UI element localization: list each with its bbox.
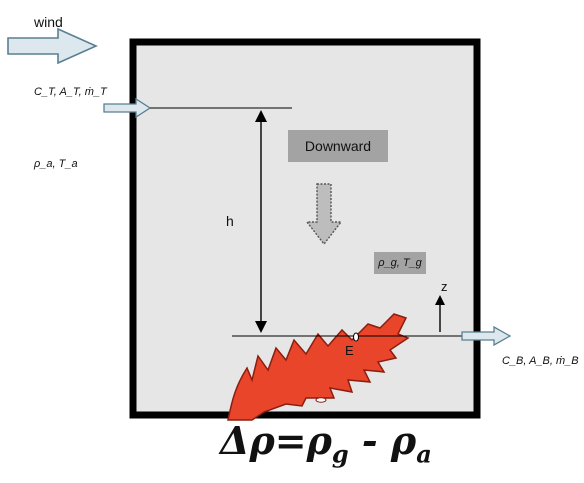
point-e-marker: [353, 332, 359, 342]
flame-highlight: [315, 397, 327, 403]
formula-rho-a: ρ: [390, 418, 417, 463]
top-vent-arrow: [103, 97, 152, 119]
formula-equals: =: [274, 418, 307, 463]
bottom-vent-label: C_B, A_B, ṁ_B: [502, 355, 579, 367]
downward-flow-arrow: [305, 183, 343, 246]
gas-density-temperature-label: ρ_g, T_g: [374, 252, 426, 274]
bottom-vent-arrow: [461, 325, 512, 347]
z-axis-arrow: [435, 295, 445, 332]
point-e-label: E: [345, 343, 354, 358]
formula-sub-g: g: [331, 439, 349, 469]
density-difference-formula: Δρ=ρg - ρa: [220, 418, 432, 469]
top-vent-label: C_T, A_T, ṁ_T: [34, 86, 107, 98]
height-label: h: [226, 213, 234, 229]
downward-label: Downward: [288, 130, 388, 162]
wind-label: wind: [34, 14, 63, 30]
fire-flame: [227, 313, 410, 421]
formula-lhs: Δρ: [220, 418, 275, 463]
formula-minus: -: [348, 418, 391, 463]
height-dimension-arrow: [255, 110, 267, 333]
ambient-density-temperature-label: ρ_a, T_a: [34, 158, 78, 170]
z-axis-label: z: [441, 279, 448, 294]
formula-sub-a: a: [416, 439, 432, 469]
formula-rho-g: ρ: [306, 418, 332, 463]
wind-arrow: [7, 27, 98, 65]
